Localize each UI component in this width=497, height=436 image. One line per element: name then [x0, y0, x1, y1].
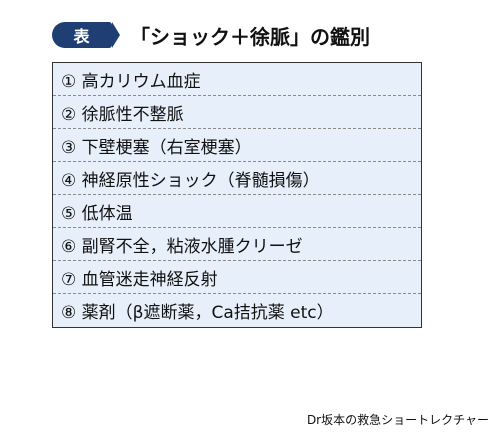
source-credit: Dr坂本の救急ショートレクチャー [306, 413, 489, 427]
table-title: 表 「ショック＋徐脈」の鑑別 [52, 20, 370, 50]
page-title: 「ショック＋徐脈」の鑑別 [130, 24, 370, 49]
list-item: ⑦ 血管迷走神経反射 [53, 261, 421, 294]
list-item: ④ 神経原性ショック（脊髄損傷） [53, 162, 421, 195]
list-item: ③ 下壁梗塞（右室梗塞） [53, 129, 421, 162]
table-tag-badge: 表 [52, 22, 112, 48]
tag-arrow-icon [112, 22, 120, 48]
list-item: ⑥ 副腎不全，粘液水腫クリーゼ [53, 228, 421, 261]
list-item: ⑧ 薬剤（β遮断薬，Ca拮抗薬 etc） [61, 303, 334, 323]
list-item: ① 高カリウム血症 [53, 63, 421, 96]
list-item: ⑤ 低体温 [53, 195, 421, 228]
list-item: ② 徐脈性不整脈 [53, 96, 421, 129]
differential-list-box: ① 高カリウム血症 ② 徐脈性不整脈 ③ 下壁梗塞（右室梗塞） ④ 神経原性ショ… [52, 62, 422, 328]
